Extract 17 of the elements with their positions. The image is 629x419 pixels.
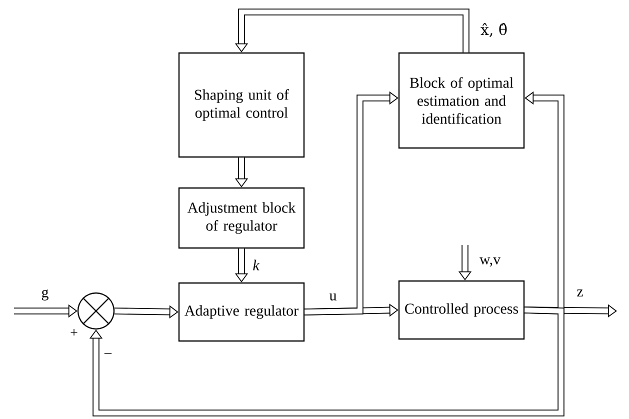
double-arrow	[304, 91, 398, 316]
double-arrow	[89, 306, 564, 416]
edge-label: k	[253, 260, 260, 270]
edge-label: g	[42, 290, 48, 300]
sign-label: –	[104, 353, 112, 354]
summing-junction	[77, 292, 115, 330]
block-box: Adjustment block of regulator	[178, 187, 305, 249]
block-box: Controlled process	[398, 280, 525, 340]
edge-label: u	[329, 293, 336, 300]
block-box: Adaptive regulator	[178, 282, 305, 342]
edge-label: x̂, θ̂	[480, 22, 507, 37]
edge-label: z	[577, 290, 583, 296]
double-arrow	[114, 305, 178, 318]
block-box: Block of optimal estimation and identification	[398, 52, 525, 149]
sign-label: +	[70, 329, 78, 336]
block-box: Shaping unit of optimal control	[178, 52, 305, 158]
edge-label: w,v	[479, 257, 501, 267]
